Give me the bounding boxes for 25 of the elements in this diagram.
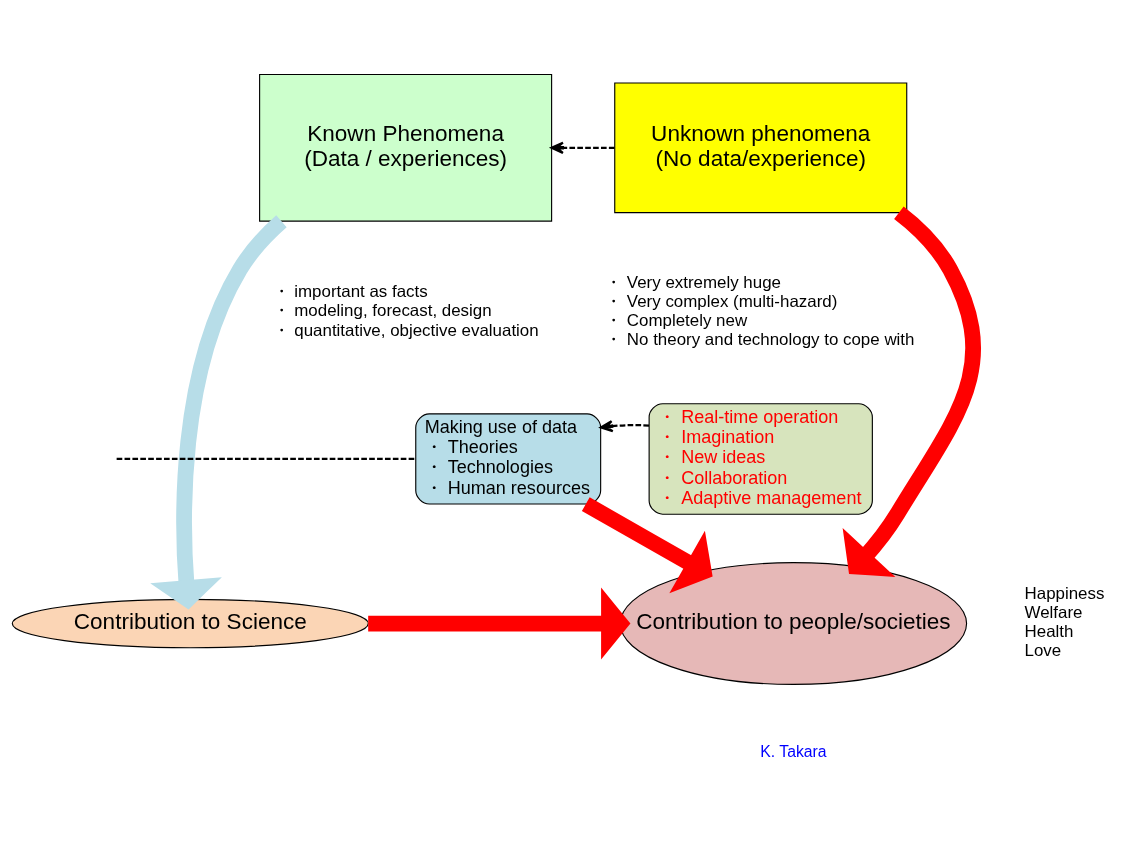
node-label: Happiness (1024, 583, 1105, 603)
node-box: Unknown phenomena (No data/experience) (614, 82, 908, 214)
connector (116, 457, 416, 461)
arrow (599, 420, 650, 433)
node-label: Welfare (1024, 602, 1083, 622)
label: K. Takara (760, 743, 827, 761)
node-label: ・ modeling, forecast, design (272, 301, 492, 321)
node-label: ・ Very extremely huge (605, 272, 781, 292)
arrow (368, 587, 631, 660)
arrow (550, 141, 615, 154)
node-label: Health (1024, 622, 1074, 642)
node-label: ・ Very complex (multi-hazard) (605, 291, 838, 311)
node-box: ・ Real-time operation ・ Imagination ・ New ideas ・ Collaboration ・ Adaptive management (648, 403, 873, 515)
node-label: ・ important as facts (272, 282, 428, 302)
node-box: Known Phenomena (Data / experiences) (259, 73, 553, 222)
arrow (150, 215, 287, 610)
node-label: ・ quantitative, objective evaluation (272, 320, 539, 340)
node-label: ・ Completely new (605, 310, 748, 330)
node-ellipse: Contribution to people/societies (619, 562, 968, 685)
node-box: Making use of data ・ Theories ・ Technologies ・ Human resources (415, 413, 602, 505)
arrow (581, 497, 713, 594)
arrow (842, 206, 981, 577)
node-label: ・ No theory and technology to cope with (605, 330, 915, 350)
node-ellipse: Contribution to Science (11, 598, 369, 649)
node-label: Love (1024, 641, 1062, 661)
